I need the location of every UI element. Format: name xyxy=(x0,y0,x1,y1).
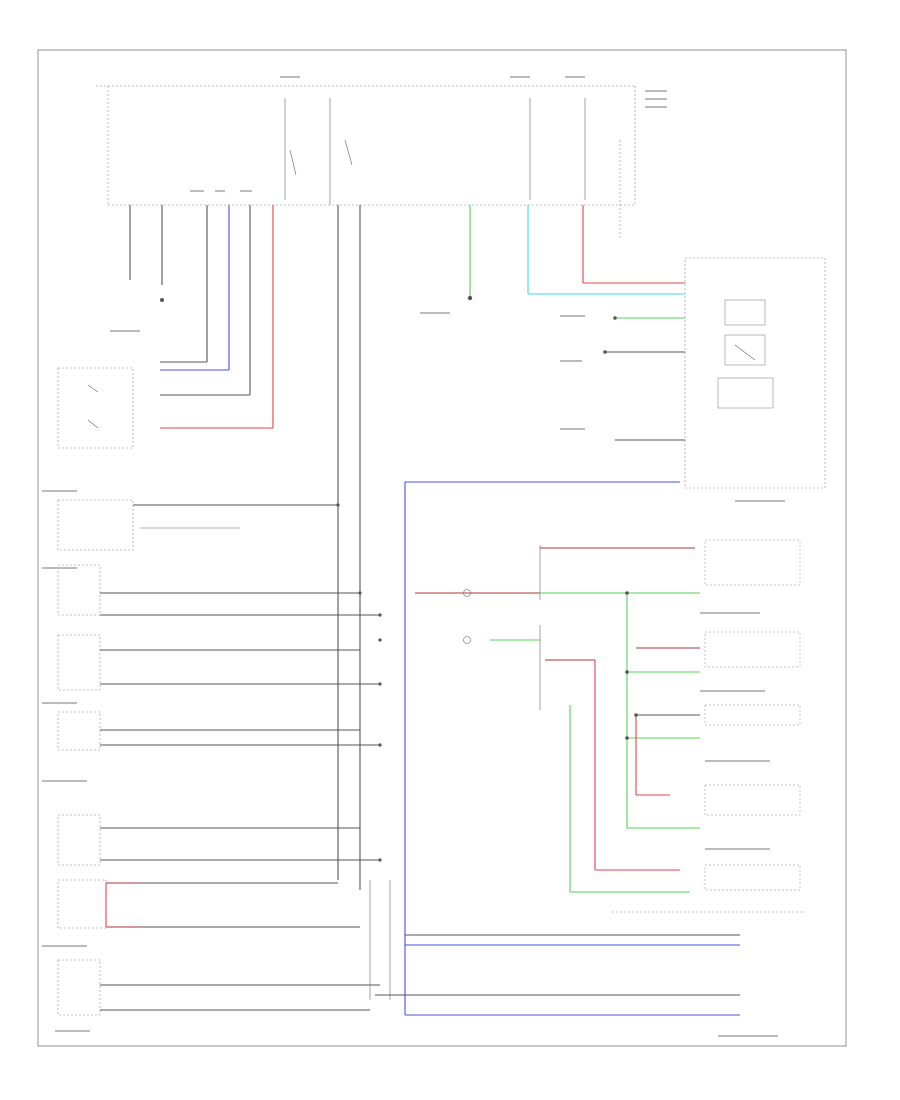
center-splices xyxy=(336,503,391,1000)
switch-icon xyxy=(87,419,99,429)
ground-icon xyxy=(160,298,164,302)
top-module xyxy=(96,85,636,240)
splice-dot-icon xyxy=(634,713,638,717)
switch-icon xyxy=(289,149,297,176)
switch-icon xyxy=(87,384,99,393)
splice-dot-icon xyxy=(378,638,382,642)
illegible-labels xyxy=(42,76,785,1037)
relay-switch-icon xyxy=(344,139,353,166)
cruise-switch-area xyxy=(415,539,805,913)
splice-dot-icon xyxy=(625,591,629,595)
splice-dot-icon xyxy=(358,591,362,595)
blue-harness xyxy=(375,481,740,1016)
splice-dot-icon xyxy=(625,736,629,740)
diagram-frame xyxy=(37,49,847,1047)
cruise-control-module xyxy=(528,257,826,489)
splice-dot-icon xyxy=(613,316,617,320)
splice-dot-icon xyxy=(378,682,382,686)
switch-icon xyxy=(734,344,756,361)
connector-icon xyxy=(463,589,471,597)
splice-dot-icon xyxy=(378,858,382,862)
splice-dot-icon xyxy=(336,503,340,507)
splice-dot-icon xyxy=(625,670,629,674)
headlight-switch xyxy=(57,361,273,449)
splice-dot-icon xyxy=(378,743,382,747)
top-connector-wires xyxy=(129,205,584,890)
left-switch-column xyxy=(57,499,380,1016)
splice-dot-icon xyxy=(603,350,607,354)
ground-icon xyxy=(467,295,473,301)
splice-dot-icon xyxy=(378,613,382,617)
connector-icon xyxy=(463,636,471,644)
